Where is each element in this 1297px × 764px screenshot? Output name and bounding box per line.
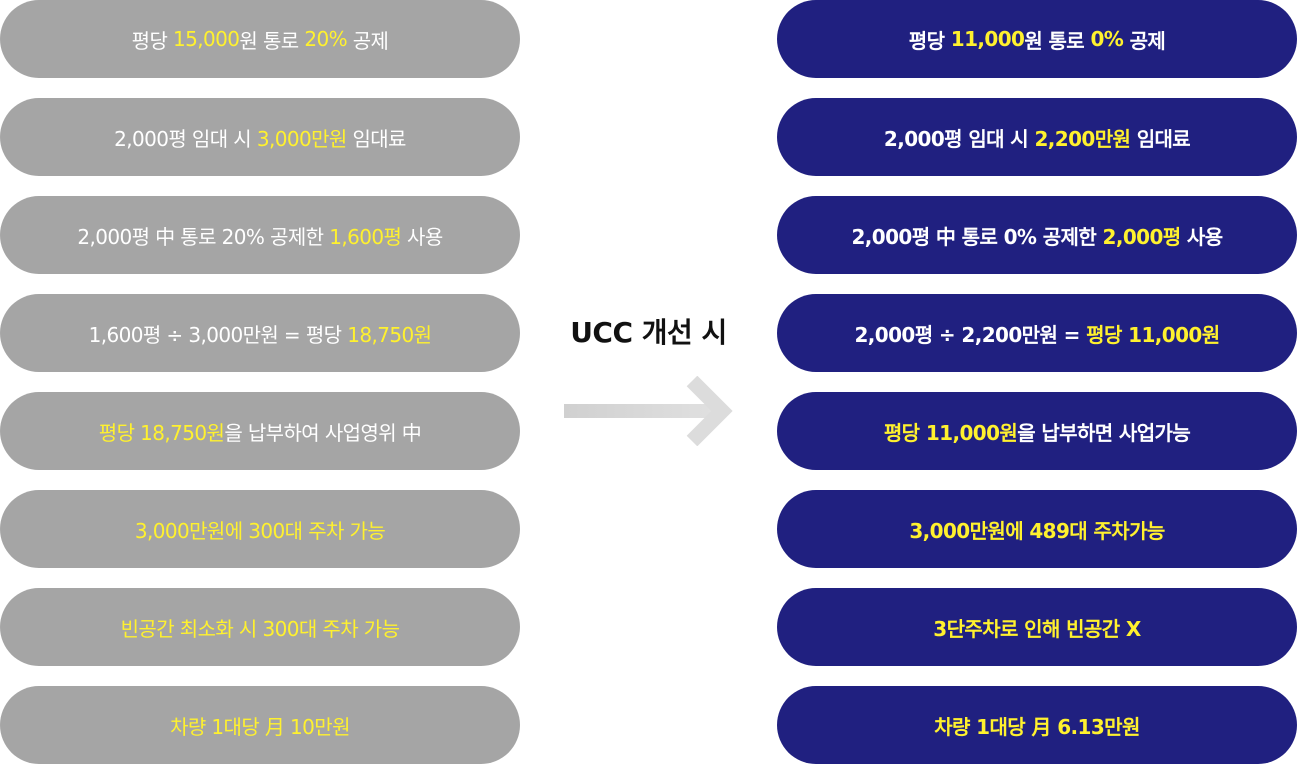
highlight-text: 3,000만원에 300대 주차 가능: [134, 518, 386, 543]
current-row-7: 빈공간 최소화 시 300대 주차 가능: [0, 588, 520, 666]
highlight-text: 평당 18,750원: [98, 420, 225, 445]
right-arrow-icon: [564, 376, 733, 446]
improved-row-4: 2,000평 ÷ 2,200만원 = 평당 11,000원: [777, 294, 1297, 372]
highlight-text: 3단주차로 인해 빈공간 X: [933, 616, 1141, 641]
arrow-shaft: [564, 404, 714, 418]
row-text: 1,600평 ÷ 3,000만원 = 평당: [88, 322, 348, 347]
row-text: 2,000평 ÷ 2,200만원 =: [854, 322, 1087, 347]
highlight-text: 15,000: [173, 27, 240, 51]
highlight-text: 20%: [304, 27, 347, 51]
highlight-text: 3,000만원: [256, 126, 347, 151]
highlight-text: 11,000: [950, 27, 1025, 51]
row-text: 사용: [401, 224, 443, 249]
highlight-text: 평당 11,000원: [883, 420, 1018, 445]
row-text: 평당: [908, 28, 951, 53]
highlight-text: 0%: [1090, 27, 1124, 51]
row-text: 원 통로: [1024, 28, 1091, 53]
row-text: 공제: [346, 28, 389, 53]
current-row-4: 1,600평 ÷ 3,000만원 = 평당 18,750원: [0, 294, 520, 372]
row-text: 임대료: [346, 126, 406, 151]
current-row-6: 3,000만원에 300대 주차 가능: [0, 490, 520, 568]
highlight-text: 평당 11,000원: [1086, 322, 1220, 347]
highlight-text: 차량 1대당 月 6.13만원: [934, 714, 1140, 739]
improved-row-7: 3단주차로 인해 빈공간 X: [777, 588, 1297, 666]
improved-row-3: 2,000평 中 통로 0% 공제한 2,000평 사용: [777, 196, 1297, 274]
row-text: 을 납부하여 사업영위 中: [224, 420, 422, 445]
row-text: 2,000평 임대 시: [114, 126, 257, 151]
current-row-8: 차량 1대당 月 10만원: [0, 686, 520, 764]
improved-row-8: 차량 1대당 月 6.13만원: [777, 686, 1297, 764]
row-text: 사용: [1180, 224, 1223, 249]
current-row-3: 2,000평 中 통로 20% 공제한 1,600평 사용: [0, 196, 520, 274]
row-text: 2,000평 中 통로 20% 공제한: [77, 224, 330, 249]
highlight-text: 3,000만원에 489대 주차가능: [909, 518, 1165, 543]
improved-row-6: 3,000만원에 489대 주차가능: [777, 490, 1297, 568]
row-text: 임대료: [1130, 126, 1191, 151]
row-text: 을 납부하면 사업가능: [1017, 420, 1191, 445]
highlight-text: 1,600평: [329, 224, 402, 249]
row-text: 원 통로: [239, 28, 305, 53]
highlight-text: 18,750원: [347, 322, 432, 347]
row-text: 평당: [131, 28, 174, 53]
highlight-text: 2,200만원: [1034, 126, 1131, 151]
current-row-2: 2,000평 임대 시 3,000만원 임대료: [0, 98, 520, 176]
improved-row-2: 2,000평 임대 시 2,200만원 임대료: [777, 98, 1297, 176]
ucc-improvement-title: UCC 개선 시: [570, 316, 727, 349]
highlight-text: 차량 1대당 月 10만원: [170, 714, 350, 739]
highlight-text: 빈공간 최소화 시 300대 주차 가능: [120, 616, 400, 641]
row-text: 2,000평 임대 시: [883, 126, 1035, 151]
row-text: 공제: [1123, 28, 1166, 53]
highlight-text: 2,000평: [1102, 224, 1182, 249]
arrow-head: [686, 376, 733, 446]
row-text: 2,000평 中 통로 0% 공제한: [851, 224, 1103, 249]
